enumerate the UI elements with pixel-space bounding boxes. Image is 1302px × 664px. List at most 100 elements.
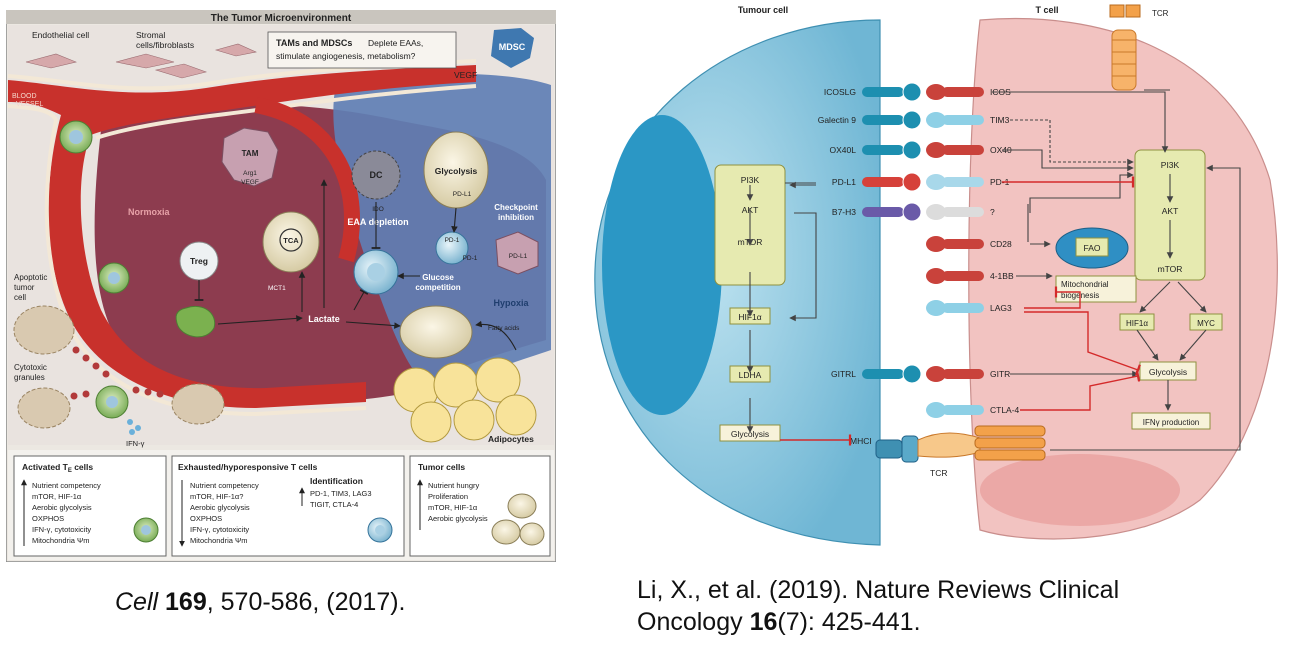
dc-cell	[351, 150, 401, 200]
hypoxia-region	[333, 73, 551, 390]
receptor-stalk	[942, 145, 984, 155]
ligand-stalk	[862, 207, 904, 217]
ligand-label: PD-L1	[832, 177, 856, 187]
t-glycolysis-label: Glycolysis	[1149, 367, 1187, 377]
tumour-path-step: Glycolysis	[731, 429, 769, 439]
left-caption-volume: 169	[165, 588, 207, 616]
activated-item: Nutrient competency	[32, 481, 101, 490]
ligand-head	[902, 364, 922, 384]
exhausted-panel: Exhausted/hyporesponsive T cells Nutrien…	[171, 455, 405, 557]
pdl1-label-2: PD-L1	[509, 253, 528, 260]
tumor-item: Aerobic glycolysis	[428, 514, 488, 523]
ifn-dots	[127, 419, 141, 435]
tumour-path-step: HIF1α	[738, 312, 761, 322]
identification-item: PD-1, TIM3, LAG3	[310, 489, 372, 498]
figure-title: The Tumor Microenvironment	[211, 13, 352, 24]
receptor-label: CTLA-4	[990, 405, 1020, 415]
tam-cell	[221, 127, 279, 187]
exhausted-item: Mitochondria Ψm	[190, 536, 248, 545]
left-caption-journal: Cell	[115, 588, 159, 616]
activated-title-end: cells	[72, 462, 94, 472]
tumour-path-step: LDHA	[739, 370, 762, 380]
left-caption-rest: , 570-586, (2017).	[206, 588, 406, 616]
ligand-head	[902, 82, 922, 102]
receptor-label: 4-1BB	[990, 271, 1014, 281]
exhausted-item: Nutrient competency	[190, 481, 259, 490]
receptor-head	[926, 142, 946, 158]
receptor-label: GITR	[990, 369, 1010, 379]
tams-text-2: stimulate angiogenesis, metabolism?	[276, 51, 416, 61]
t-cell-pathway-box	[1134, 149, 1206, 281]
right-caption: Li, X., et al. (2019). Nature Reviews Cl…	[637, 574, 1119, 638]
activated-panel: Activated TE cells Nutrient competencymT…	[13, 455, 167, 557]
ligand-head	[902, 140, 922, 160]
receptor-stalk	[942, 177, 984, 187]
tumour-nucleus	[602, 115, 722, 415]
receptor-label: LAG3	[990, 303, 1012, 313]
activated-title: Activated T	[22, 462, 69, 472]
activated-item: Aerobic glycolysis	[32, 503, 92, 512]
mito-box	[1055, 275, 1137, 303]
svg-text:Activated TE cells: Activated TE cells	[22, 462, 93, 474]
ligand-head	[902, 110, 922, 130]
t-cell-nucleus	[980, 454, 1180, 526]
tumor-cell	[399, 305, 473, 359]
vegf2-label: VEGF	[241, 179, 259, 186]
tumor-item: Proliferation	[428, 492, 468, 501]
dc-label: DC	[370, 170, 383, 180]
eaa-label: EAA depletion	[347, 217, 408, 227]
exhausted-item: mTOR, HIF-1α?	[190, 492, 243, 501]
endothelial-label: Endothelial cell	[32, 30, 89, 40]
left-caption: Cell 169, 570-586, (2017).	[115, 588, 406, 617]
t-cell-path-step: AKT	[1162, 206, 1179, 216]
mhc-tcr	[875, 425, 1046, 463]
ligand-label: B7-H3	[832, 207, 856, 217]
identification-item: TIGIT, CTLA-4	[310, 500, 358, 509]
t-cell-title: T cell	[1035, 5, 1058, 15]
right-caption-line2-a: Oncology	[637, 608, 750, 636]
normoxia-label: Normoxia	[128, 207, 171, 217]
ligand-label: ICOSLG	[824, 87, 856, 97]
receptor-head	[926, 236, 946, 252]
receptor-label: CD28	[990, 239, 1012, 249]
ligand-stalk	[862, 369, 904, 379]
tumor-item: mTOR, HIF-1α	[428, 503, 478, 512]
tams-box	[267, 31, 457, 69]
blood-vessel-label-2: VESSEL	[16, 101, 43, 108]
activated-item: IFN-γ, cytotoxicity	[32, 525, 91, 534]
cytotoxic-label: Cytotoxic	[14, 363, 47, 372]
exhausted-item: OXPHOS	[190, 514, 222, 523]
t-cell-path-step: PI3K	[1161, 160, 1180, 170]
tams-title: TAMs and MDSCs	[276, 38, 352, 48]
ligand-label: GITRL	[831, 369, 856, 379]
ligand-label: OX40L	[830, 145, 857, 155]
cytotoxic-granules	[70, 346, 164, 400]
receptor-label: OX40	[990, 145, 1012, 155]
receptor-stalk	[942, 369, 984, 379]
ifn-label: IFN-γ	[126, 439, 145, 448]
apoptotic-tumor-cell	[17, 387, 71, 429]
mhc-label: MHCI	[850, 436, 872, 446]
vegf-label: VEGF	[454, 70, 477, 80]
myc-label: MYC	[1197, 319, 1215, 328]
right-caption-line2-b: (7): 425-441.	[777, 608, 921, 636]
receptor-stalk	[942, 271, 984, 281]
exhausted-item: IFN-γ, cytotoxicity	[190, 525, 249, 534]
pd1-label-2: PD-1	[463, 255, 478, 262]
apoptotic-label-3: cell	[14, 293, 26, 302]
pdl1-label: PD-L1	[453, 191, 472, 198]
tumor-panel: Tumor cells Nutrient hungryProliferation…	[409, 455, 551, 557]
pdl1-cell	[495, 231, 539, 275]
ligand-stalk	[862, 177, 904, 187]
hypoxia-label: Hypoxia	[493, 298, 529, 308]
receptor-head	[926, 204, 946, 220]
tumour-path-step: PI3K	[741, 175, 760, 185]
blood-vessel-label: BLOOD	[12, 93, 37, 100]
receptor-head	[926, 402, 946, 418]
mito-label: Mitochondrial	[1061, 280, 1109, 289]
checkpoint-label: Checkpoint	[494, 203, 538, 212]
ido-label: IDO	[372, 206, 384, 213]
receptor-label: TIM3	[990, 115, 1010, 125]
receptor-stalk	[942, 207, 984, 217]
receptor-label: ?	[990, 207, 995, 217]
